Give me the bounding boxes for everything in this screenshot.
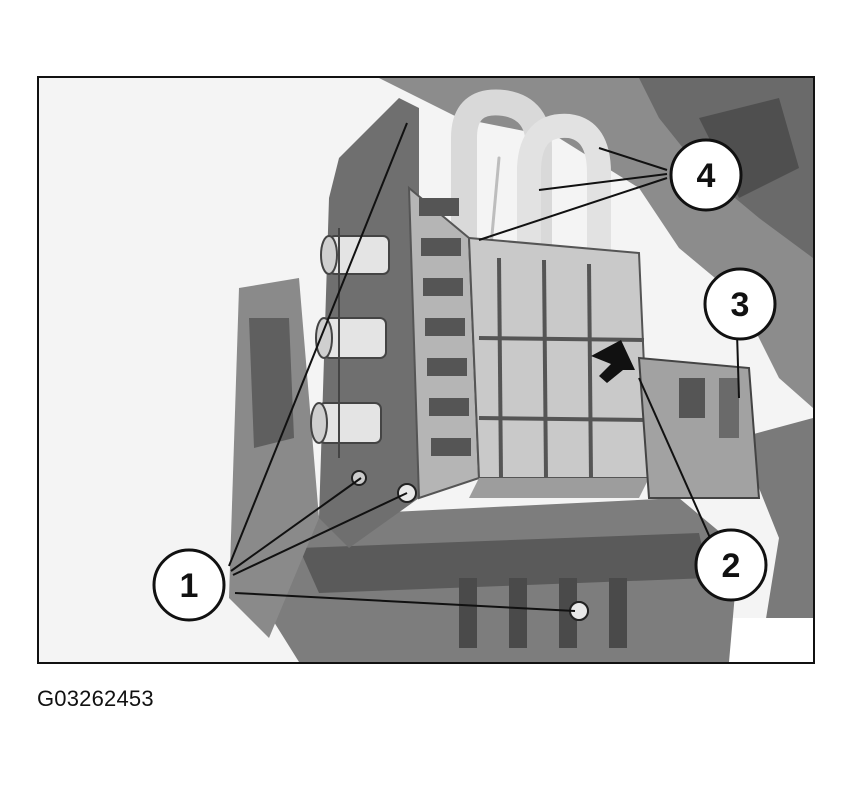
callout-4-label: 4 [697,157,716,195]
callout-3: 3 [703,267,777,341]
heater-core-body [407,185,651,500]
figure-id-label: G03262453 [37,686,154,711]
retaining-clip [637,356,761,499]
leader-lines [228,122,740,612]
callout-3-label: 3 [731,286,750,324]
figure-frame: 1 2 3 4 [37,76,815,664]
callout-1: 1 [152,548,226,622]
callout-2-label: 2 [722,547,741,585]
heater-core-assembly-photo: 1 2 3 4 [39,78,813,662]
pipe-connectors [310,228,390,458]
lower-housing [259,498,739,662]
direction-arrow [591,340,635,383]
callout-4: 4 [669,138,743,212]
callout-1-label: 1 [180,567,199,605]
callout-2: 2 [694,528,768,602]
